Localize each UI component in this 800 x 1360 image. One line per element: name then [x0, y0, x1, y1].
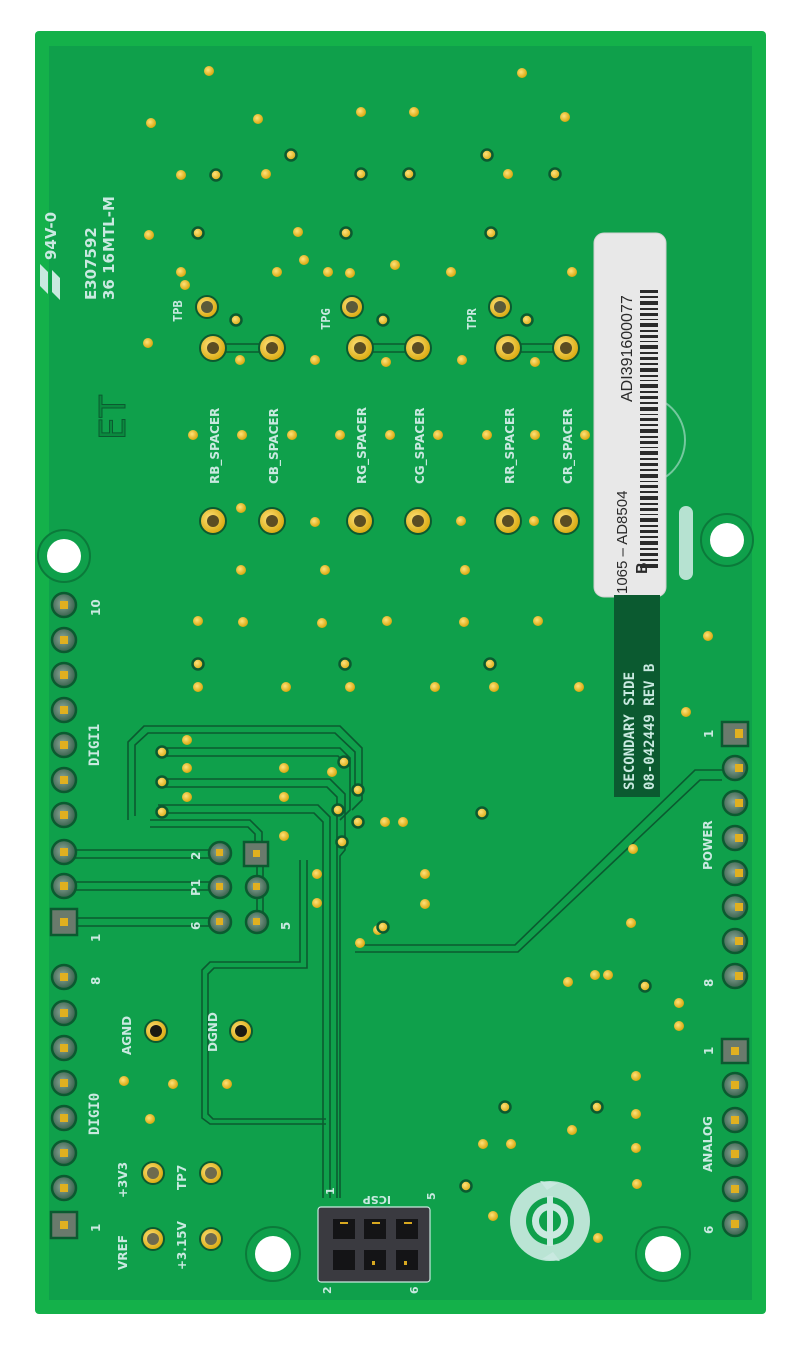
digi0-pin8-label: 8: [89, 977, 103, 985]
ul-file-number: E307592: [82, 227, 100, 300]
cr-spacer-label: CR_SPACER: [561, 408, 576, 484]
v315-label: +3.15V: [175, 1220, 189, 1270]
copper-traces: [64, 725, 722, 1198]
vref-label: VREF: [116, 1235, 130, 1270]
power-test-pads: +3V3 TP7 VREF +3.15V: [116, 1161, 223, 1270]
vias: [119, 66, 713, 1243]
rb-spacer-label: RB_SPACER: [208, 408, 223, 484]
cg-spacer-label: CG_SPACER: [413, 407, 428, 484]
analog-header: 1 ANALOG 6: [701, 1037, 750, 1238]
icsp-pin5-label: 5: [425, 1192, 438, 1200]
secondary-line2: 08-042449 REV B: [642, 664, 658, 790]
digi1-pin10-label: 10: [89, 599, 103, 616]
icsp-pin6-label: 6: [408, 1286, 421, 1294]
tpr-label: TPR: [465, 308, 479, 330]
secondary-side-label: SECONDARY SIDE 08-042449 REV B: [614, 595, 660, 797]
silkscreen-bar: [679, 506, 693, 580]
power-pin1-label: 1: [702, 730, 716, 738]
sticker-part-number: 1065 – AD8504: [614, 491, 631, 594]
rg-spacer-label: RG_SPACER: [355, 407, 370, 484]
tpb-label: TPB: [171, 300, 185, 322]
digi0-pin1-label: 1: [89, 1224, 103, 1232]
serial-sticker: ADI391600077 1065 – AD8504 B: [593, 232, 667, 598]
tp7-label: TP7: [175, 1165, 189, 1190]
digi0-label: DIGI0: [87, 1093, 103, 1135]
agnd-label: AGND: [120, 1016, 134, 1055]
sticker-revision: B: [634, 562, 651, 574]
digi1-pin1-label: 1: [89, 934, 103, 942]
p1-pin6-label: 6: [189, 922, 203, 930]
analog-label: ANALOG: [701, 1116, 715, 1172]
power-pin8-label: 8: [702, 979, 716, 987]
sticker-serial: ADI391600077: [619, 295, 636, 402]
icsp-header: ICSP 1 5 2 6: [317, 1187, 438, 1294]
analog-pin1-label: 1: [702, 1047, 716, 1055]
v3v3-label: +3V3: [116, 1162, 130, 1198]
spacer-pads: [199, 334, 580, 535]
ul-date-code: 36 16: [100, 253, 118, 300]
icsp-pin1-label: 1: [324, 1187, 337, 1195]
ul-mfr: MTL-M: [100, 196, 118, 252]
rr-spacer-label: RR_SPACER: [503, 408, 518, 484]
p1-connector: 2 P1 6 5: [189, 840, 293, 935]
power-header: 1 POWER 8: [701, 720, 750, 990]
test-point-pads: [195, 295, 512, 319]
p1-label: P1: [189, 879, 203, 896]
p1-pin2-label: 2: [189, 852, 203, 860]
p1-pin5-label: 5: [279, 922, 293, 930]
et-marker: ET: [93, 394, 135, 441]
test-point-labels: TPB TPG TPR: [171, 300, 479, 330]
icsp-label: ICSP: [363, 1193, 391, 1206]
barcode: [640, 290, 658, 568]
ul-rating: 94V-0: [42, 212, 60, 260]
dgnd-label: DGND: [206, 1012, 220, 1052]
digi0-header: 8 DIGI0 1: [49, 963, 103, 1240]
power-label: POWER: [701, 820, 715, 870]
secondary-line1: SECONDARY SIDE: [622, 672, 638, 790]
ground-pads: AGND DGND: [120, 1012, 253, 1055]
digi1-label: DIGI1: [87, 724, 103, 766]
cb-spacer-label: CB_SPACER: [267, 408, 282, 484]
tpg-label: TPG: [319, 308, 333, 330]
spacer-labels: RB_SPACER CB_SPACER RG_SPACER CG_SPACER …: [208, 407, 576, 484]
digi1-header: 10 DIGI1 1: [49, 591, 103, 942]
ul-marking: 94V-0 E307592 36 16 MTL-M: [40, 196, 118, 300]
mounting-holes: [37, 513, 754, 1282]
recycling-logo-icon: [510, 1181, 590, 1261]
ringed-vias: [155, 148, 652, 1193]
svg-text:ET: ET: [93, 394, 134, 440]
analog-pin6-label: 6: [702, 1226, 716, 1234]
icsp-pin2-label: 2: [321, 1286, 334, 1294]
